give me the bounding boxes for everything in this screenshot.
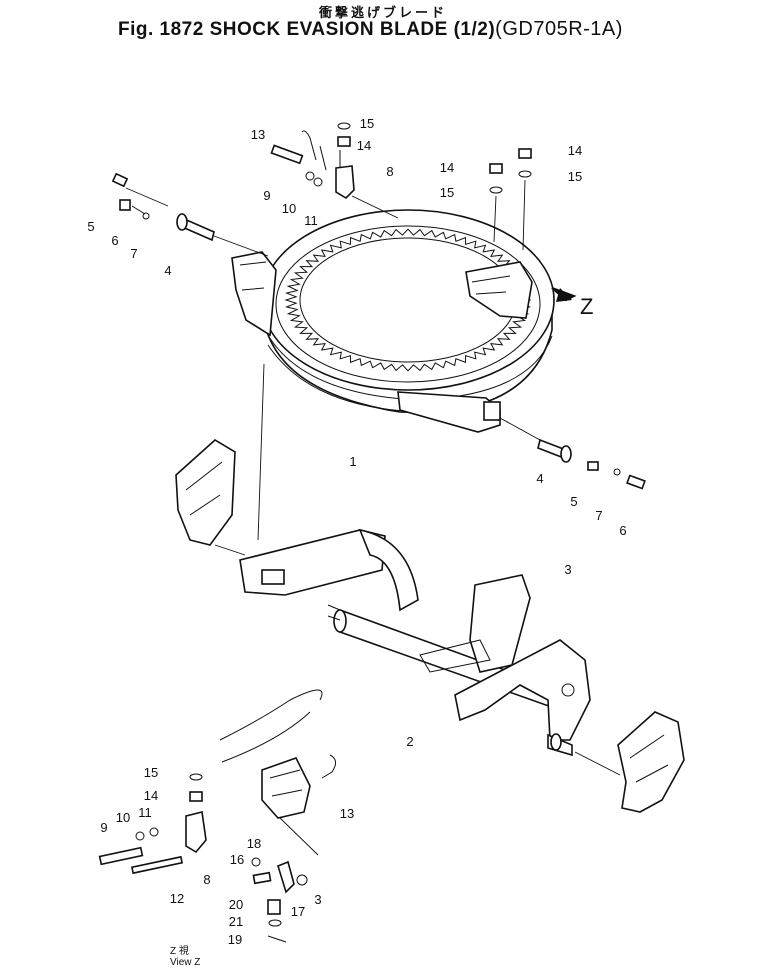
callout-part-15: 15: [360, 116, 374, 131]
frame-mounting-bracket-right: [574, 711, 685, 813]
model-code: (GD705R-1A): [495, 18, 623, 40]
callout-part-15: 15: [440, 185, 454, 200]
pin-assembly-upper-left: [111, 172, 269, 257]
callout-part-13: 13: [251, 127, 265, 142]
figure-title: Fig. 1872 SHOCK EVASION BLADE (1/2)(GD70…: [118, 18, 623, 41]
circle-ring-gear: [231, 209, 555, 541]
callout-part-5: 5: [570, 494, 577, 509]
callout-part-8: 8: [203, 872, 210, 887]
title-japanese: 衝撃逃げブレード: [318, 5, 447, 20]
callout-part-15: 15: [568, 169, 582, 184]
callout-part-19: 19: [228, 932, 242, 947]
callout-part-14: 14: [440, 160, 454, 175]
callout-part-9: 9: [263, 188, 270, 203]
callout-part-4: 4: [164, 263, 171, 278]
callout-part-14: 14: [357, 138, 371, 153]
callout-part-15: 15: [144, 765, 158, 780]
callout-part-11: 11: [138, 805, 152, 820]
callout-part-6: 6: [619, 523, 626, 538]
callout-part-6: 6: [111, 233, 118, 248]
callout-part-1: 1: [349, 454, 356, 469]
callout-part-5: 5: [87, 219, 94, 234]
callout-part-16: 16: [230, 852, 244, 867]
callout-part-17: 17: [291, 904, 305, 919]
callout-part-11: 11: [304, 213, 318, 228]
part-callouts: 1233445566778899101011111213131414141415…: [87, 116, 626, 947]
callout-part-3: 3: [564, 562, 571, 577]
pin-assembly-right: [499, 417, 646, 490]
view-z-caption-jp: Z 視: [170, 946, 189, 957]
frame-mounting-bracket-left: [175, 439, 246, 556]
callout-part-12: 12: [170, 891, 184, 906]
callout-part-18: 18: [247, 836, 261, 851]
view-z-arrow: Z: [551, 287, 593, 319]
drawbar-yoke: [239, 528, 591, 757]
callout-part-4: 4: [536, 471, 543, 486]
callout-part-7: 7: [595, 508, 602, 523]
figure-title-text: Fig. 1872 SHOCK EVASION BLADE (1/2): [118, 19, 496, 40]
callout-part-14: 14: [144, 788, 158, 803]
callout-part-20: 20: [229, 897, 243, 912]
callout-part-8: 8: [386, 164, 393, 179]
callout-part-21: 21: [229, 914, 243, 929]
callout-part-9: 9: [100, 820, 107, 835]
view-z-caption-en: View Z: [170, 957, 201, 968]
view-z-detail: [98, 689, 336, 943]
callout-part-13: 13: [340, 806, 354, 821]
callout-part-2: 2: [406, 734, 413, 749]
view-z-caption: Z 視 View Z: [170, 946, 200, 968]
callout-part-10: 10: [116, 810, 130, 825]
view-z-arrow-label: Z: [580, 294, 593, 319]
callout-part-10: 10: [282, 201, 296, 216]
callout-part-7: 7: [130, 246, 137, 261]
callout-part-3: 3: [314, 892, 321, 907]
callout-part-14: 14: [568, 143, 582, 158]
hardware-upper: [270, 122, 532, 251]
